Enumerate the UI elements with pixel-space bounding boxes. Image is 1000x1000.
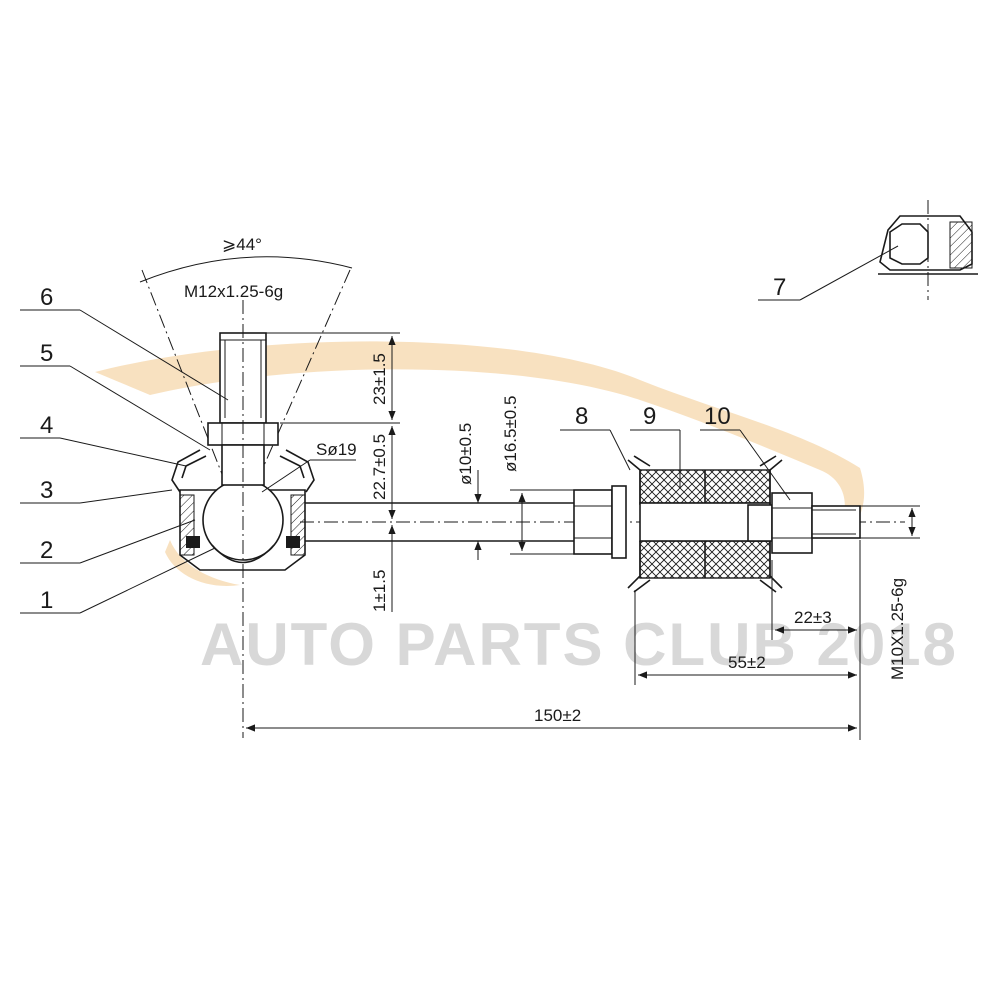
callout-10: 10	[704, 403, 731, 430]
bush-length-label: 55±2	[728, 653, 766, 672]
labels: 6 5 4 3 2 1 7 8 9 10 ⩾44° M12x1.25-6g Sø…	[40, 235, 907, 725]
ball-offset-label: 1±1.5	[370, 570, 389, 612]
nut-left	[573, 489, 613, 555]
thread-top-label: M12x1.25-6g	[184, 282, 283, 301]
angle-label: ⩾44°	[222, 235, 262, 254]
ball-height-label: 22.7±0.5	[370, 434, 389, 500]
dimension-lines	[246, 332, 920, 740]
watermark-swoosh	[95, 341, 865, 586]
end-length-label: 22±3	[794, 608, 832, 627]
callout-9: 9	[643, 403, 656, 430]
cup-washer-right	[769, 459, 783, 589]
flange-nut-detail	[878, 200, 978, 300]
callout-6: 6	[40, 284, 53, 311]
callout-3: 3	[40, 477, 53, 504]
callout-2: 2	[40, 537, 53, 564]
callout-leaders	[20, 245, 899, 614]
callout-1: 1	[40, 587, 53, 614]
callout-5: 5	[40, 340, 53, 367]
watermark-text: AUTO PARTS CLUB 2018	[200, 611, 958, 678]
bush-dia-label: ø16.5±0.5	[501, 396, 520, 472]
callout-4: 4	[40, 412, 53, 439]
callout-8: 8	[575, 403, 588, 430]
rod-dia-label: ø10±0.5	[456, 423, 475, 485]
dust-boot	[171, 449, 315, 493]
nut-right	[771, 492, 813, 554]
total-length-label: 150±2	[534, 706, 581, 725]
washer-left	[611, 485, 627, 559]
stud-length-label: 23±1.5	[370, 353, 389, 405]
threaded-end	[811, 505, 861, 539]
callout-7: 7	[773, 274, 786, 301]
angle-arc	[139, 256, 353, 283]
thread-right-label: M10X1.25-6g	[888, 578, 907, 680]
cup-washer-left	[627, 459, 641, 589]
bushing-assembly	[573, 455, 861, 593]
sphere-label: Sø19	[316, 440, 357, 459]
